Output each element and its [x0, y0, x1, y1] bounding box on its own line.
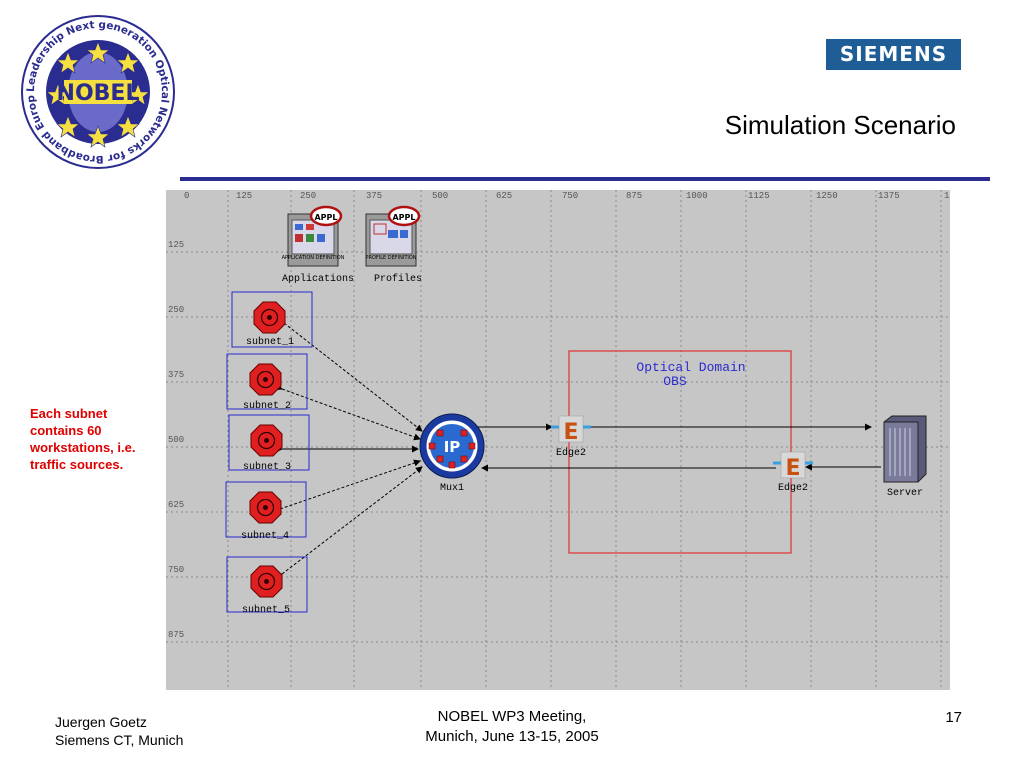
- profiles-label: Profiles: [374, 273, 422, 285]
- profiles-node: APPL PROFILE DEFINITION: [365, 205, 421, 267]
- edge1-label: Edge2: [556, 447, 586, 459]
- x-tick: 1375: [878, 191, 900, 201]
- subnet-note: Each subnet contains 60 workstations, i.…: [30, 406, 136, 472]
- edge2-node: E: [773, 451, 813, 481]
- y-tick: 625: [168, 500, 184, 510]
- footer-meeting: NOBEL WP3 Meeting,: [437, 708, 587, 725]
- x-tick: 125: [236, 191, 252, 201]
- optical-domain-subtitle: OBS: [663, 374, 687, 389]
- footer-author: Juergen Goetz: [55, 714, 147, 730]
- footer-org: Siemens CT, Munich: [55, 732, 184, 748]
- y-tick: 500: [168, 435, 184, 445]
- siemens-logo: SIEMENS: [826, 39, 961, 70]
- edge1-node: E: [551, 415, 591, 445]
- subnet-2: subnet_2: [226, 353, 308, 412]
- slide-title: Simulation Scenario: [724, 110, 956, 140]
- edge2-icon-text: E: [785, 456, 800, 481]
- mux1-label: Mux1: [440, 483, 464, 494]
- x-tick: 1125: [748, 191, 770, 201]
- footer-author-block: Juergen Goetz Siemens CT, Munich: [55, 713, 183, 749]
- page-number: 17: [945, 709, 962, 726]
- profiles-caption: PROFILE DEFINITION: [365, 255, 416, 261]
- x-tick: 1000: [686, 191, 708, 201]
- subnet-2-label: subnet_2: [243, 400, 291, 412]
- applications-badge: APPL: [314, 213, 337, 222]
- subnet-4-label: subnet_4: [241, 530, 289, 542]
- title-rule: [180, 177, 990, 181]
- x-tick: 375: [366, 191, 382, 201]
- logo-center-text: NOBEL: [57, 81, 140, 106]
- y-tick: 250: [168, 305, 184, 315]
- x-tick: 500: [432, 191, 448, 201]
- footer-date: Munich, June 13-15, 2005: [425, 728, 599, 745]
- x-tick: 250: [300, 191, 316, 201]
- footer-meeting-block: NOBEL WP3 Meeting, Munich, June 13-15, 2…: [380, 707, 644, 747]
- subnet-1: subnet_1: [231, 291, 313, 348]
- subnet-5: subnet_5: [226, 556, 308, 616]
- server-node: [883, 415, 927, 483]
- applications-label: Applications: [282, 273, 354, 285]
- x-tick: 625: [496, 191, 512, 201]
- x-tick: 750: [562, 191, 578, 201]
- profiles-badge: APPL: [392, 213, 415, 222]
- edge1-icon-text: E: [563, 420, 578, 445]
- mux1-icon-text: IP: [444, 438, 461, 456]
- network-canvas[interactable]: 0 125 250 375 500 625 750 875 1000 1125 …: [166, 190, 950, 690]
- mux1-router: IP: [419, 413, 485, 479]
- subnet-3-label: subnet_3: [243, 461, 291, 473]
- y-tick: 375: [168, 370, 184, 380]
- subnet-1-label: subnet_1: [246, 336, 294, 348]
- x-tick: 1250: [816, 191, 838, 201]
- y-tick: 875: [168, 630, 184, 640]
- link-subnet-2-mux: [275, 383, 421, 441]
- applications-node: APPL APPLICATION DEFINITION: [282, 205, 345, 267]
- subnet-3: subnet_3: [228, 414, 310, 473]
- x-tick: 1: [944, 191, 949, 201]
- y-tick: 125: [168, 240, 184, 250]
- x-tick: 875: [626, 191, 642, 201]
- optical-domain-title: Optical Domain: [636, 360, 745, 375]
- y-tick: 750: [168, 565, 184, 575]
- edge2-label: Edge2: [778, 482, 808, 494]
- link-subnet-5-mux: [275, 466, 423, 581]
- x-tick: 0: [184, 191, 189, 201]
- subnet-4: subnet_4: [225, 481, 307, 542]
- nobel-logo: Leadership Next generation Optical Netwo…: [14, 3, 178, 172]
- applications-caption: APPLICATION DEFINITION: [282, 255, 345, 261]
- subnet-5-label: subnet_5: [242, 604, 290, 616]
- server-label: Server: [887, 488, 923, 499]
